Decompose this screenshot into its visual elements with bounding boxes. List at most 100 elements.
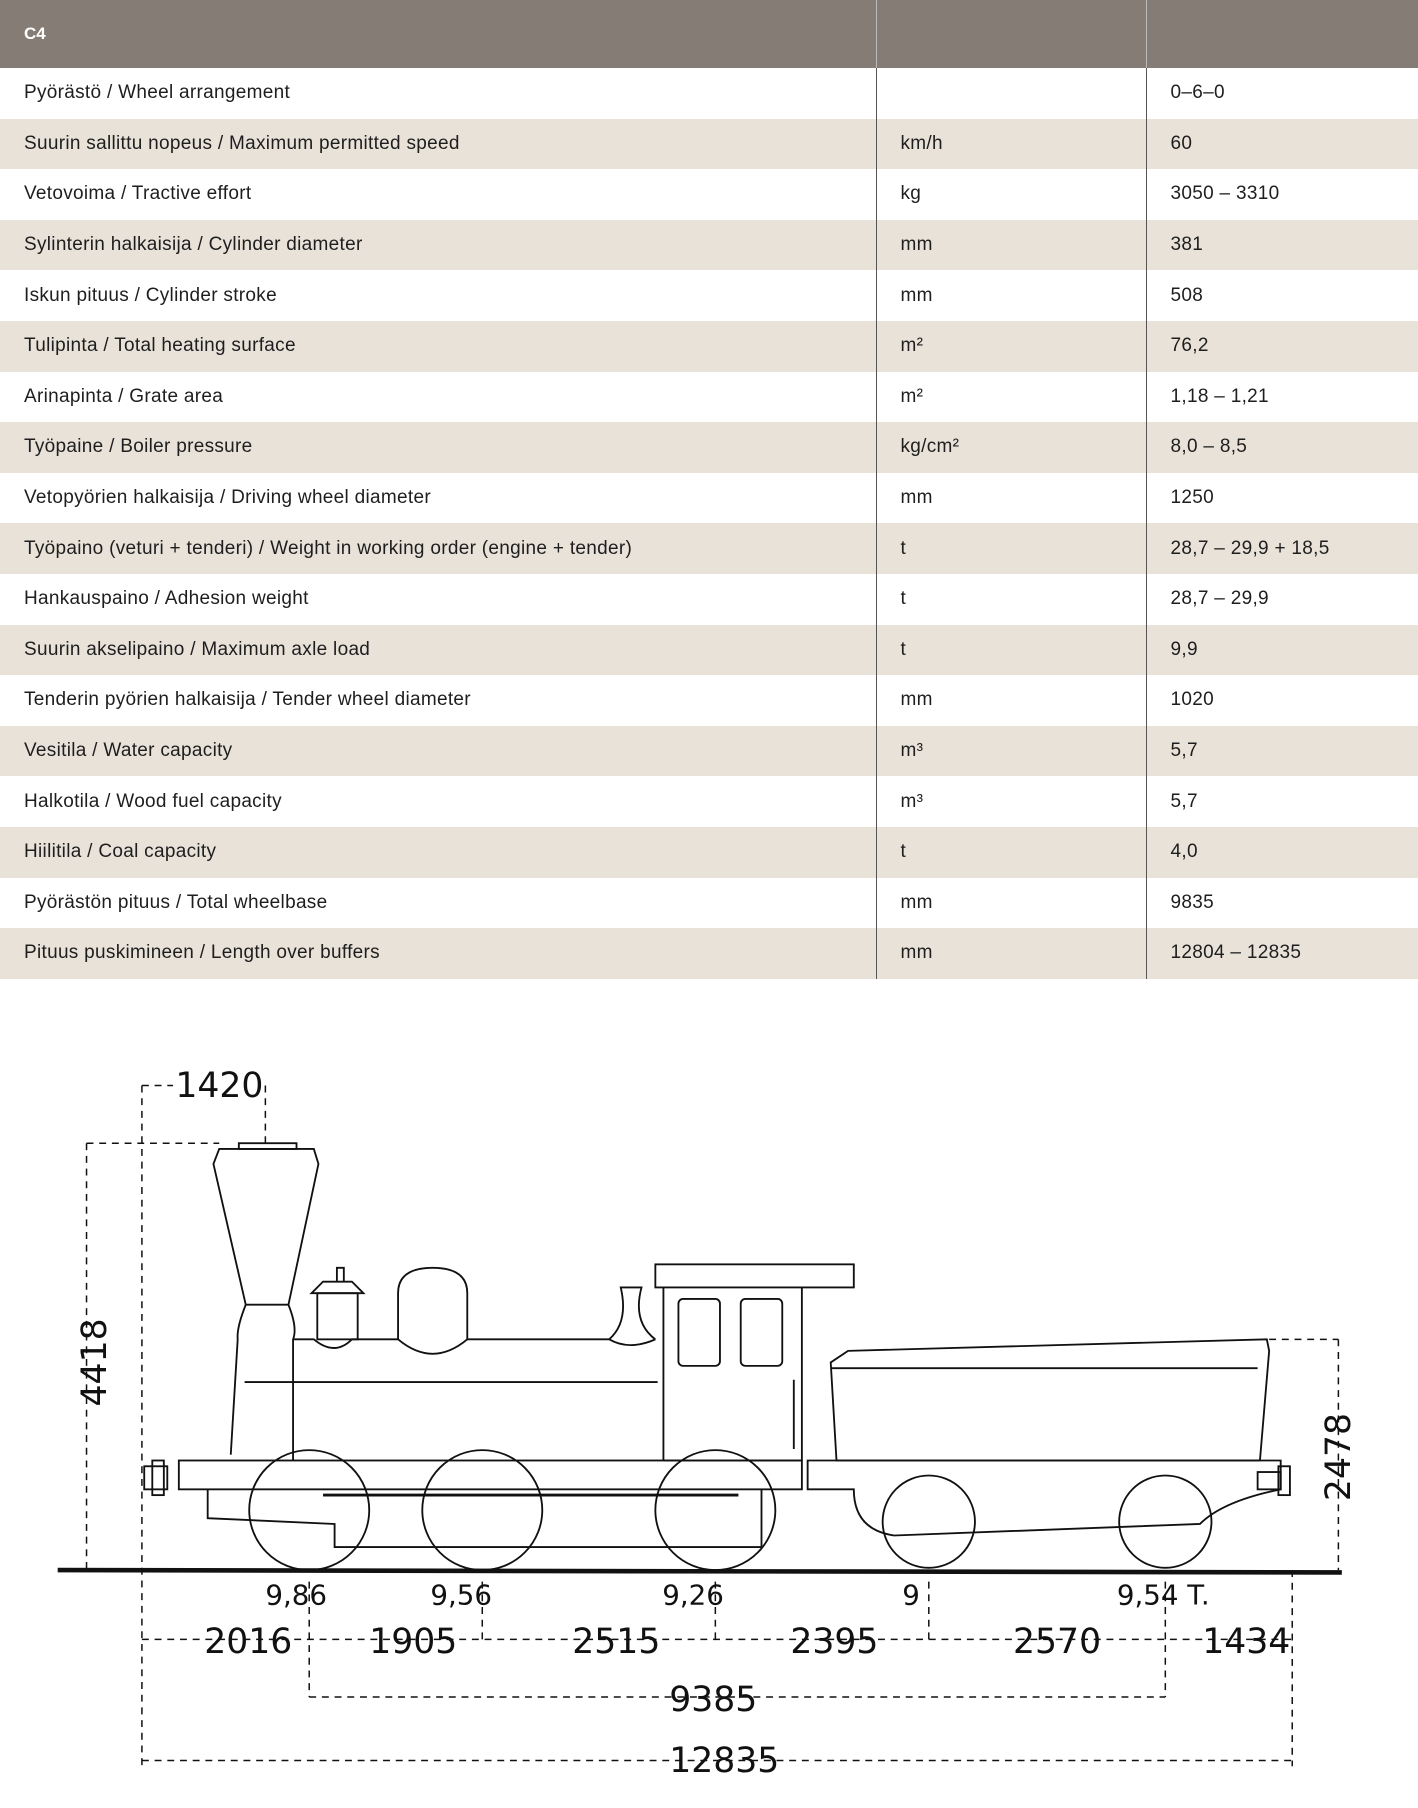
locomotive-wheels bbox=[248, 1449, 777, 1572]
axle-load-3: 9,26 bbox=[662, 1579, 724, 1612]
spec-value: 5,7 bbox=[1145, 725, 1418, 777]
spec-unit: mm bbox=[875, 219, 1146, 271]
spec-label: Iskun pituus / Cylinder stroke bbox=[24, 284, 277, 306]
spec-label: Työpaino (veturi + tenderi) / Weight in … bbox=[0, 523, 876, 574]
spec-unit: km/h bbox=[875, 118, 1146, 170]
boiler bbox=[244, 1266, 658, 1383]
axle-load-4: 9 bbox=[902, 1579, 920, 1612]
spacing-3: 2515 bbox=[572, 1622, 660, 1662]
table-header: C4 bbox=[0, 0, 1418, 68]
spec-label: Suurin sallittu nopeus / Maximum permitt… bbox=[0, 118, 876, 170]
dim-length: 12835 bbox=[669, 1741, 779, 1778]
spec-unit: m² bbox=[875, 371, 1146, 423]
spec-label: Vetovoima / Tractive effort bbox=[24, 183, 252, 205]
locomotive-class-title: C4 bbox=[0, 0, 876, 68]
spacing-5: 2570 bbox=[1013, 1622, 1101, 1662]
spec-label: Suurin akselipaino / Maximum axle load bbox=[0, 624, 876, 676]
spec-unit: t bbox=[875, 523, 1146, 574]
spec-unit: kg bbox=[875, 169, 1146, 220]
spec-unit: m³ bbox=[875, 776, 1146, 827]
spec-unit: mm bbox=[875, 472, 1146, 524]
spec-unit: mm bbox=[875, 877, 1146, 929]
spec-value: 1020 bbox=[1145, 675, 1418, 726]
cab bbox=[654, 1263, 855, 1462]
locomotive-diagram: 1420 4418 2478 9,86 9,56 9,26 9 9,54 T. … bbox=[57, 1066, 1359, 1778]
table-row: Vetopyörien halkaisija / Driving wheel d… bbox=[0, 472, 1418, 524]
spec-value: 0–6–0 bbox=[1145, 68, 1418, 119]
spec-label: Vesitila / Water capacity bbox=[0, 725, 876, 777]
spec-value: 8,0 – 8,5 bbox=[1145, 422, 1418, 473]
spec-value: 508 bbox=[1145, 270, 1418, 321]
rail-line bbox=[57, 1567, 1342, 1575]
spec-unit: m² bbox=[875, 320, 1146, 372]
spec-unit: kg/cm² bbox=[875, 422, 1146, 473]
spec-value: 3050 – 3310 bbox=[1145, 169, 1418, 220]
locomotive-frame bbox=[143, 1459, 803, 1548]
table-row: Tenderin pyörien halkaisija / Tender whe… bbox=[0, 675, 1418, 726]
table-row: Pituus puskimineen / Length over buffers… bbox=[0, 928, 1418, 979]
spec-label: Sylinterin halkaisija / Cylinder diamete… bbox=[0, 219, 876, 271]
table-row: Sylinterin halkaisija / Cylinder diamete… bbox=[0, 219, 1418, 271]
spec-unit: mm bbox=[875, 270, 1146, 321]
spacing-2: 1905 bbox=[369, 1622, 457, 1662]
spec-unit: t bbox=[875, 826, 1146, 878]
dim-wheelbase: 9385 bbox=[669, 1680, 757, 1720]
spec-value: 60 bbox=[1145, 118, 1418, 170]
spec-value: 28,7 – 29,9 bbox=[1145, 573, 1418, 625]
dim-tender-height: 2478 bbox=[1319, 1413, 1359, 1501]
unit-header bbox=[875, 0, 1146, 68]
spec-label: Halkotila / Wood fuel capacity bbox=[24, 790, 282, 812]
spec-value: 28,7 – 29,9 + 18,5 bbox=[1145, 523, 1418, 574]
spec-unit: m³ bbox=[875, 725, 1146, 777]
spec-value: 4,0 bbox=[1145, 826, 1418, 878]
table-row: Suurin sallittu nopeus / Maximum permitt… bbox=[0, 118, 1418, 170]
table-row: Pyörästö / Wheel arrangement 0–6–0 bbox=[0, 68, 1418, 119]
spec-label: Pituus puskimineen / Length over buffers bbox=[0, 928, 876, 979]
spec-label: Työpaine / Boiler pressure bbox=[0, 422, 876, 473]
value-header bbox=[1145, 0, 1418, 68]
spec-value: 9,9 bbox=[1145, 624, 1418, 676]
spec-value: 12804 – 12835 bbox=[1145, 928, 1418, 979]
spec-unit bbox=[875, 68, 1146, 119]
spacing-1: 2016 bbox=[204, 1622, 292, 1662]
spec-value: 1,18 – 1,21 bbox=[1145, 371, 1418, 423]
dim-chimney-offset: 1420 bbox=[175, 1066, 263, 1106]
spec-unit: t bbox=[875, 573, 1146, 625]
spacing-4: 2395 bbox=[790, 1622, 878, 1662]
spec-label: Tulipinta / Total heating surface bbox=[0, 320, 876, 372]
spec-value: 5,7 bbox=[1145, 776, 1418, 827]
table-row: Työpaino (veturi + tenderi) / Weight in … bbox=[0, 523, 1418, 574]
dim-height: 4418 bbox=[75, 1318, 115, 1406]
spec-value: 9835 bbox=[1145, 877, 1418, 929]
spec-unit: mm bbox=[875, 675, 1146, 726]
spec-label: Hankauspaino / Adhesion weight bbox=[24, 588, 309, 610]
spacing-6: 1434 bbox=[1202, 1622, 1290, 1662]
spec-unit: mm bbox=[875, 928, 1146, 979]
dimension-lines bbox=[85, 1084, 1340, 1767]
spec-label: Arinapinta / Grate area bbox=[24, 385, 224, 407]
spec-value: 381 bbox=[1145, 219, 1418, 271]
spec-label: Pyörästö / Wheel arrangement bbox=[24, 82, 291, 104]
spec-label: Hiilitila / Coal capacity bbox=[0, 826, 876, 878]
spec-value: 1250 bbox=[1145, 472, 1418, 524]
chimney bbox=[212, 1142, 320, 1461]
spec-label: Tenderin pyörien halkaisija / Tender whe… bbox=[24, 689, 471, 711]
spec-label: Pyörästön pituus / Total wheelbase bbox=[24, 891, 328, 913]
axle-load-5: 9,54 T. bbox=[1117, 1579, 1210, 1612]
axle-load-1: 9,86 bbox=[265, 1579, 327, 1612]
spec-value: 76,2 bbox=[1145, 320, 1418, 372]
spec-unit: t bbox=[875, 624, 1146, 676]
spec-label: Vetopyörien halkaisija / Driving wheel d… bbox=[24, 487, 431, 509]
